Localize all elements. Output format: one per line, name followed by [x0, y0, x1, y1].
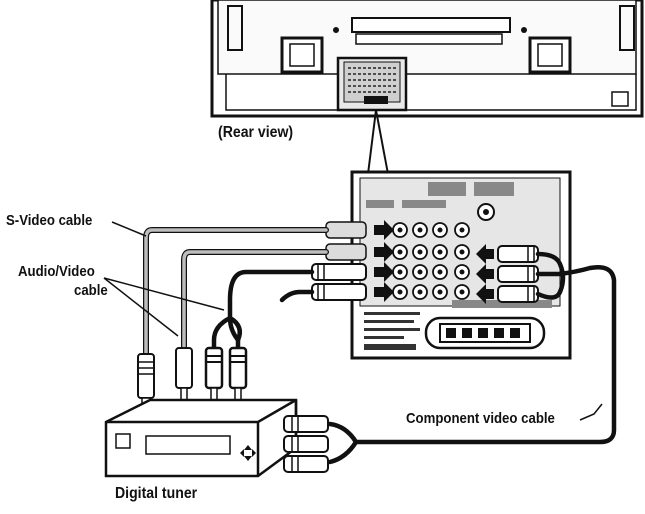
component-cable-label: Component video cable	[406, 410, 555, 427]
av-cable-label-line1: Audio/Video	[18, 263, 95, 280]
rear-view-label: (Rear view)	[218, 124, 294, 141]
callout-lines	[367, 109, 389, 175]
plugs-tuner-side	[283, 415, 329, 473]
tv-rear-icon	[210, 0, 644, 118]
cables	[143, 227, 617, 465]
leader-lines	[103, 221, 603, 421]
digital-tuner-icon	[104, 398, 298, 478]
digital-tuner-label: Digital tuner	[115, 485, 198, 502]
terminal-panel-icon	[350, 170, 572, 360]
plugs-right	[497, 245, 539, 303]
plugs-tuner-top	[137, 346, 248, 411]
av-cable-label-line2: cable	[74, 282, 108, 299]
svideo-cable-label: S-Video cable	[6, 212, 93, 229]
plugs-left	[311, 221, 367, 301]
